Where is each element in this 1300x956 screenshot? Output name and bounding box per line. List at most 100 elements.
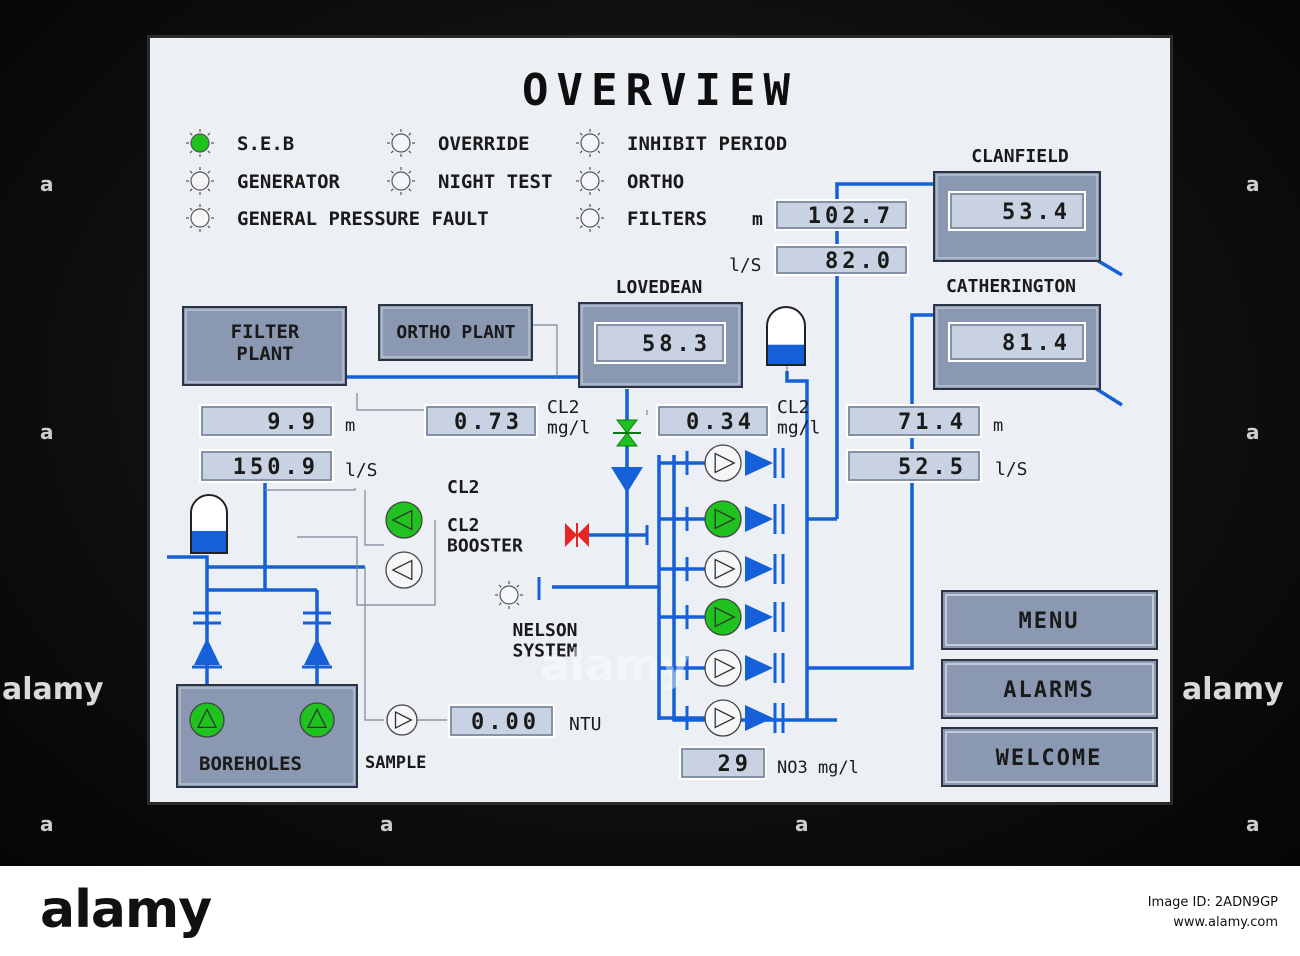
catherington-label: CATHERINGTON	[946, 276, 1076, 297]
clanfield-label: CLANFIELD	[971, 146, 1069, 167]
svg-text:82.0: 82.0	[825, 249, 894, 274]
booster-pump-1-icon	[385, 501, 423, 539]
svg-text:52.5: 52.5	[898, 455, 967, 480]
sample-label: SAMPLE	[365, 753, 426, 773]
main-pump-icon	[704, 500, 742, 538]
unit-ntu: NTU	[569, 714, 602, 735]
sample-pump-icon	[386, 704, 418, 736]
watermark-a-2: a	[40, 420, 54, 444]
page-title: OVERVIEW	[522, 65, 798, 116]
check-valve-icon	[745, 703, 785, 733]
tank-filter-icon	[190, 494, 228, 554]
svg-text:102.7: 102.7	[808, 204, 894, 229]
check-valve-icon	[745, 653, 785, 683]
unit-ls: l/S	[995, 459, 1028, 480]
indicator-lamp-icon	[387, 167, 415, 195]
readout-cl2-a: 0.73	[424, 404, 538, 438]
readout-cath-ls: 52.5	[846, 449, 982, 483]
watermark-a-4: a	[1246, 172, 1260, 196]
flow-arrow-icon	[611, 467, 643, 493]
watermark-a-1: a	[40, 172, 54, 196]
svg-text:53.4: 53.4	[1002, 200, 1071, 225]
signal-cl2-a	[356, 393, 425, 411]
pipe-down-elbow	[625, 490, 659, 589]
signal-ls	[265, 488, 356, 491]
readout-cath-m: 71.4	[846, 404, 982, 438]
watermark-left: alamy	[2, 672, 104, 707]
main-pump-icon	[704, 598, 742, 636]
cl2-label: CL2	[447, 477, 480, 498]
welcome-button[interactable]: WELCOME	[941, 727, 1158, 787]
svg-text:0.73: 0.73	[454, 410, 523, 435]
ortho-plant-button[interactable]	[378, 304, 533, 361]
nelson-lamp-icon	[495, 581, 523, 609]
watermark-a-8: a	[795, 812, 809, 836]
indicator-lamp-icon	[576, 167, 604, 195]
check-valve-icon	[745, 448, 785, 478]
check-valve-icon	[745, 504, 785, 534]
unit-ls: l/S	[729, 255, 762, 276]
pipe-cath-out	[1094, 386, 1123, 407]
readout-filter-m: 9.9	[199, 404, 334, 438]
borehole-check-valve-icon	[304, 638, 330, 665]
watermark-logo: alamy	[40, 880, 212, 940]
indicator-label: ORTHO	[627, 171, 684, 193]
signal-ortho	[532, 324, 558, 377]
nelson-system-label: NELSON	[512, 620, 577, 641]
indicator-lamp-icon	[186, 204, 214, 232]
unit-cl2-mgl: mg/l	[777, 418, 820, 439]
svg-text:MENU: MENU	[1019, 609, 1080, 634]
main-pump-icon	[704, 699, 742, 737]
readout-cl2-b: 0.34	[656, 404, 770, 438]
watermark-center: alamy	[540, 640, 689, 691]
indicator-lamp-icon	[186, 129, 214, 157]
borehole-pump-icon	[189, 702, 225, 738]
borehole-check-valve-icon	[194, 638, 220, 665]
unit-m: m	[752, 209, 763, 230]
unit-no3: NO3 mg/l	[777, 758, 859, 778]
menu-button[interactable]: MENU	[941, 590, 1158, 650]
readout-clanfield-ls: 82.0	[774, 244, 909, 276]
svg-text:58.3: 58.3	[642, 332, 711, 357]
indicator-lamp-icon	[576, 204, 604, 232]
image-id-text: Image ID: 2ADN9GP	[1147, 895, 1278, 910]
svg-text:ALARMS: ALARMS	[1003, 678, 1094, 703]
booster-pump-2-icon	[385, 551, 423, 589]
indicator-lamp-icon	[186, 167, 214, 195]
unit-cl2-mgl: mg/l	[547, 418, 590, 439]
filter-plant-label: PLANT	[236, 343, 293, 365]
watermark-image-id: Image ID: 2ADN9GP www.alamy.com	[1148, 893, 1278, 933]
readout-clanfield-m: 102.7	[774, 199, 909, 231]
indicator-lamp-icon	[576, 129, 604, 157]
indicator-label: OVERRIDE	[438, 133, 530, 155]
unit-m: m	[993, 416, 1003, 436]
indicator-label: INHIBIT PERIOD	[627, 133, 787, 155]
main-pump-icon	[704, 649, 742, 687]
watermark-a-7: a	[380, 812, 394, 836]
check-valve-icon	[745, 554, 785, 584]
indicator-label: FILTERS	[627, 208, 707, 230]
cl2-booster-label: CL2	[447, 515, 480, 536]
pipe-to-catherington	[807, 313, 934, 670]
svg-text:0.00: 0.00	[471, 710, 540, 735]
filter-plant-label: FILTER	[231, 321, 300, 343]
main-pump-icon	[704, 550, 742, 588]
clanfield-readout: 53.4	[948, 191, 1086, 231]
indicator-label: NIGHT TEST	[438, 171, 552, 193]
boreholes-label-line: BOREHOLES	[199, 753, 302, 775]
check-valve-icon	[745, 602, 785, 632]
pipe-left-tank	[167, 555, 209, 567]
nelson-system-label: SYSTEM	[512, 641, 577, 662]
borehole-pump-icon	[299, 702, 335, 738]
alarms-button[interactable]: ALARMS	[941, 659, 1158, 719]
signal-booster-loop	[297, 520, 436, 606]
filter-plant-button[interactable]	[182, 306, 347, 386]
watermark-a-6: a	[1246, 812, 1260, 836]
unit-cl2-mgl: CL2	[547, 397, 580, 418]
main-pump-icon	[704, 444, 742, 482]
lovedean-readout: 58.3	[594, 322, 726, 364]
svg-text:0.34: 0.34	[686, 410, 755, 435]
watermark-a-3: a	[40, 812, 54, 836]
readout-ntu: 0.00	[448, 704, 555, 738]
